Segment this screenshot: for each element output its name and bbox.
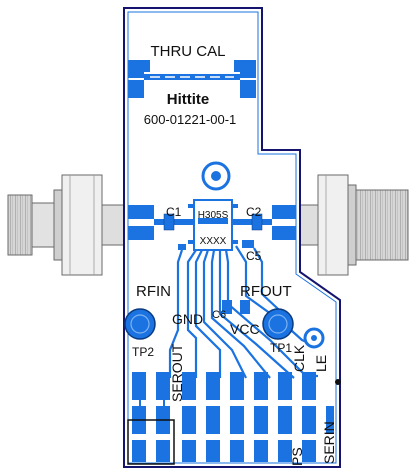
test-point-tp2 bbox=[124, 308, 156, 340]
capacitor-c5-label: C5 bbox=[246, 249, 262, 263]
port-label-rfout: RFOUT bbox=[240, 283, 292, 300]
sma-connector-left bbox=[7, 174, 125, 276]
net-label-clk: CLK bbox=[291, 344, 307, 372]
net-label-gnd: GND bbox=[172, 311, 203, 327]
net-label-serin: SERIN bbox=[321, 421, 337, 464]
chip-marking-top: H305S bbox=[198, 210, 229, 221]
net-label-serout: SEROUT bbox=[169, 343, 185, 402]
mounting-hole bbox=[201, 161, 231, 191]
capacitor-c5-pad bbox=[242, 240, 254, 248]
part-number-label: 600-01221-00-1 bbox=[144, 112, 237, 127]
capacitor-c2-label: C2 bbox=[246, 205, 262, 219]
brand-logo-text: Hittite bbox=[167, 91, 210, 108]
net-label-vcc: VCC bbox=[230, 321, 260, 337]
net-label-le: LE bbox=[313, 355, 329, 372]
capacitor-c6-label: C6 bbox=[212, 309, 226, 321]
capacitor-c1-label: C1 bbox=[166, 205, 182, 219]
thru-cal-section bbox=[128, 60, 256, 98]
test-point-tp2-label: TP2 bbox=[132, 345, 154, 359]
via-hole-le bbox=[303, 327, 325, 349]
test-point-tp1 bbox=[262, 308, 294, 340]
sma-connector-right bbox=[295, 174, 409, 276]
header-pins bbox=[132, 372, 334, 462]
pin-1-marker bbox=[127, 419, 175, 465]
test-point-tp1-label: TP1 bbox=[270, 341, 292, 355]
ic-chip-package bbox=[188, 199, 238, 251]
rf-through-line bbox=[128, 205, 296, 240]
net-label-ps: PS bbox=[289, 447, 305, 466]
chip-marking-bottom: XXXX bbox=[200, 236, 227, 247]
thru-cal-label: THRU CAL bbox=[150, 43, 225, 60]
port-label-rfin: RFIN bbox=[136, 283, 171, 300]
